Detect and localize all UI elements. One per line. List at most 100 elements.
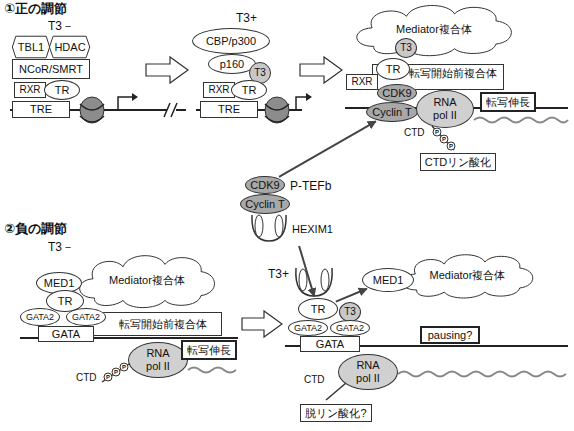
node-label: 転写開始前複合体: [409, 67, 497, 80]
node-label: 転写伸長: [486, 96, 530, 109]
protein-box: CTDリン酸化: [420, 153, 497, 171]
corepressor-hexagon: HDAC: [49, 36, 90, 58]
state-box: 転写伸長: [181, 340, 237, 360]
node-label: TRE: [218, 103, 240, 116]
node-label: Cyclin T: [372, 106, 412, 119]
protein-ellipse: GATA2: [66, 308, 106, 326]
section-heading: ①正の調節: [4, 2, 67, 17]
hexim1-arm: [321, 269, 329, 291]
node-label: CDK9: [382, 87, 411, 100]
node-label: NCoR/SMRT: [19, 63, 83, 76]
node-label: GATA2: [336, 323, 364, 333]
phospho-circle: [440, 135, 448, 143]
nucleosome: [265, 97, 289, 123]
state-label: T3+: [268, 268, 289, 282]
node-label: RNA pol II: [427, 96, 463, 121]
protein-ellipse: GATA2: [288, 320, 328, 336]
hexim1-holder: HEXIM1: [248, 214, 340, 244]
start-arrow: [296, 97, 306, 110]
protein-box: GATA: [300, 336, 360, 353]
phospho-circle: [112, 368, 120, 376]
protein-box: RXR: [203, 82, 234, 98]
node-label: CBP/p300: [206, 35, 256, 48]
rna-transcript: [474, 118, 568, 123]
corepressor-hexagon-path: [12, 36, 49, 58]
node-label: pausing?: [428, 329, 473, 342]
corepressor-hexagon-path: [50, 36, 90, 58]
protein-box: NCoR/SMRT: [12, 59, 90, 79]
protein-ellipse: Cyclin T: [240, 194, 290, 214]
state-arrow: [300, 57, 342, 83]
node-label: T3: [254, 67, 266, 79]
node-label: MED1: [44, 277, 75, 290]
ctd-tail: [326, 383, 346, 400]
hexim1-holder: [296, 268, 332, 296]
phospho-circle: [120, 363, 128, 371]
node-label: TR: [58, 295, 73, 308]
protein-box: RXR: [14, 82, 45, 98]
state-box: 転写伸長: [480, 92, 536, 112]
corepressor-hexagon: TBL1: [12, 36, 50, 58]
phospho-circle: [447, 142, 455, 150]
mediator-cloud-path: [402, 255, 532, 298]
phospho-circle: [433, 128, 441, 136]
protein-box: GATA: [38, 326, 94, 343]
node-label: CDK9: [250, 179, 279, 192]
section-heading: ②負の調節: [4, 222, 67, 237]
nucleosome: [80, 97, 104, 123]
node-label: GATA: [52, 328, 80, 341]
protein-ellipse: T3: [395, 38, 417, 58]
node-label: TRE: [30, 103, 52, 116]
protein-ellipse: CDK9: [377, 84, 416, 102]
protein-box: 転写開始前複合体: [88, 312, 222, 336]
protein-ellipse: RNA pol II: [128, 342, 188, 378]
state-label: T3－: [48, 20, 74, 34]
node-label: GATA: [316, 338, 344, 351]
node-label: p160: [220, 58, 244, 71]
node-label: Mediator複合体: [430, 269, 506, 282]
node-label: 転写伸長: [187, 344, 231, 357]
node-label: TBL1: [18, 41, 44, 54]
node-label: RXR: [351, 76, 372, 88]
domain-label: CTD: [304, 374, 325, 386]
node-label: HEXIM1: [292, 223, 333, 236]
break-mark: [164, 103, 177, 117]
arrow-connector: [336, 289, 367, 302]
phospho-mark: P: [447, 142, 455, 150]
nucleosome-wrap: [80, 104, 104, 122]
protein-ellipse: RNA pol II: [416, 90, 474, 128]
hexim1-holder-path: [252, 215, 286, 241]
hexim1-arm: [299, 269, 307, 291]
start-arrowhead: [132, 93, 138, 101]
node-label: T3: [344, 306, 356, 318]
protein-ellipse: Cyclin T: [366, 102, 418, 122]
ctd-tail: [102, 362, 132, 382]
phospho-mark: P: [120, 363, 128, 371]
mediator-cloud: Mediator複合体: [348, 0, 520, 58]
node-label: CTDリン酸化: [425, 156, 492, 169]
mediator-cloud: Mediator複合体: [72, 250, 222, 310]
state-arrow: [242, 311, 282, 337]
protein-ellipse: TR: [298, 298, 338, 320]
protein-ellipse: RNA pol II: [338, 354, 398, 390]
arrow-connector: [299, 246, 314, 296]
protein-ellipse: CDK9: [245, 176, 284, 194]
protein-box: RXR: [346, 74, 377, 90]
node-label: 転写開始前複合体: [119, 318, 207, 331]
phospho-mark: P: [112, 368, 120, 376]
protein-ellipse: GATA2: [20, 308, 60, 326]
node-label: MED1: [373, 274, 404, 287]
phospho-mark: P: [440, 135, 448, 143]
node-label: RXR: [208, 84, 229, 96]
complex-label: P-TEFb: [290, 180, 331, 194]
node-label: Mediator複合体: [109, 274, 185, 287]
state-arrow: [146, 57, 188, 83]
protein-ellipse: TR: [231, 80, 267, 100]
nucleosome-wrap: [265, 104, 289, 122]
node-label: GATA2: [72, 312, 100, 322]
node-label: T3: [400, 42, 412, 54]
protein-ellipse: MED1: [362, 268, 414, 292]
node-label: GATA2: [294, 323, 322, 333]
phospho-circle: [104, 373, 112, 381]
node-label: TR: [55, 84, 70, 97]
